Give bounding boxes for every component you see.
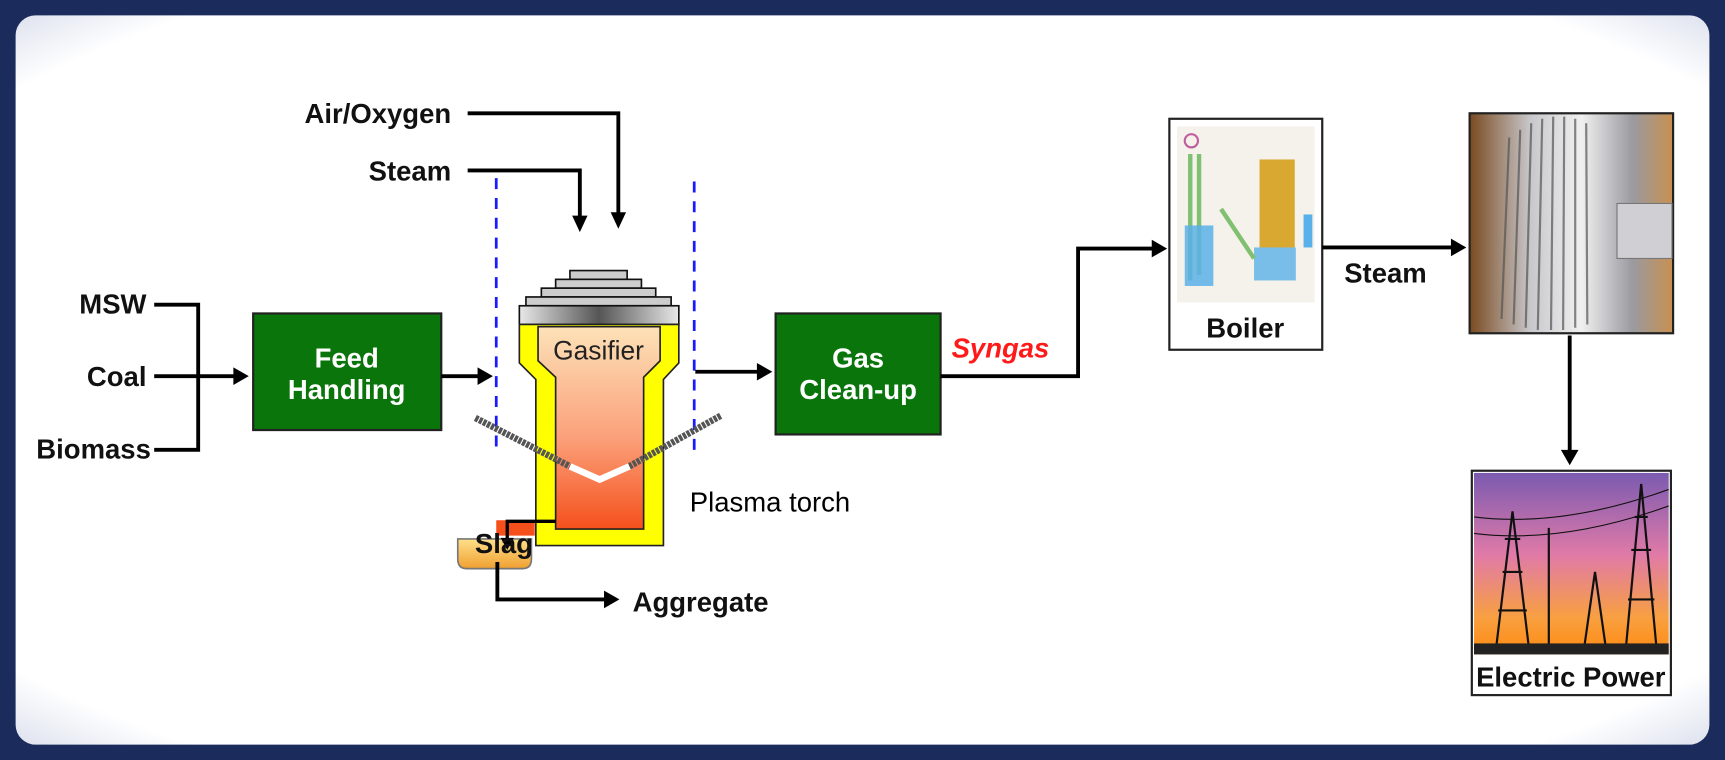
- syngas-label: Syngas: [952, 332, 1050, 363]
- air-oxygen-label: Air/Oxygen: [305, 98, 452, 129]
- aggregate-label: Aggregate: [633, 587, 769, 618]
- gas-cleanup-label-1: Gas: [832, 342, 884, 373]
- electric-power-box: Electric Power: [1470, 469, 1672, 697]
- boiler-label: Boiler: [1206, 313, 1284, 344]
- arrow-air-oxygen: [467, 111, 627, 229]
- steam-out-label: Steam: [1344, 258, 1427, 289]
- gas-cleanup-box: Gas Clean-up: [774, 312, 942, 436]
- arrow-syngas-to-boiler: [940, 239, 1168, 379]
- arrow-gasifier-to-cleanup: [695, 362, 773, 381]
- arrow-feed-to-gasifier: [441, 367, 493, 385]
- input-msw: MSW: [79, 288, 146, 319]
- boiler-box: Boiler: [1168, 117, 1324, 351]
- input-bracket-connector: [154, 302, 249, 452]
- feed-handling-label-1: Feed: [315, 342, 379, 373]
- plasma-torch-label: Plasma torch: [690, 486, 850, 517]
- steam-turbine-image: [1468, 112, 1675, 335]
- electric-power-label: Electric Power: [1476, 661, 1666, 692]
- arrow-boiler-to-turbine: [1322, 238, 1467, 257]
- arrow-turbine-to-power: [1560, 335, 1579, 466]
- boiler-illustration: [1177, 126, 1315, 303]
- input-biomass: Biomass: [36, 434, 151, 465]
- feed-handling-label-2: Handling: [288, 374, 406, 405]
- gasifier-label: Gasifier: [553, 336, 644, 366]
- plasma-torches: [473, 412, 723, 484]
- slag-label: Slag: [475, 528, 533, 559]
- arrow-slag-to-aggregate: [495, 562, 620, 609]
- gasifier-vessel: Gasifier: [518, 269, 680, 547]
- steam-in-label: Steam: [369, 155, 451, 186]
- feed-handling-box: Feed Handling: [252, 312, 443, 432]
- slag-bowl: [456, 519, 556, 570]
- arrow-steam-in: [467, 168, 588, 233]
- gas-cleanup-label-2: Clean-up: [799, 374, 917, 405]
- input-coal: Coal: [87, 361, 147, 392]
- transmission-tower-silhouettes: [1473, 483, 1669, 650]
